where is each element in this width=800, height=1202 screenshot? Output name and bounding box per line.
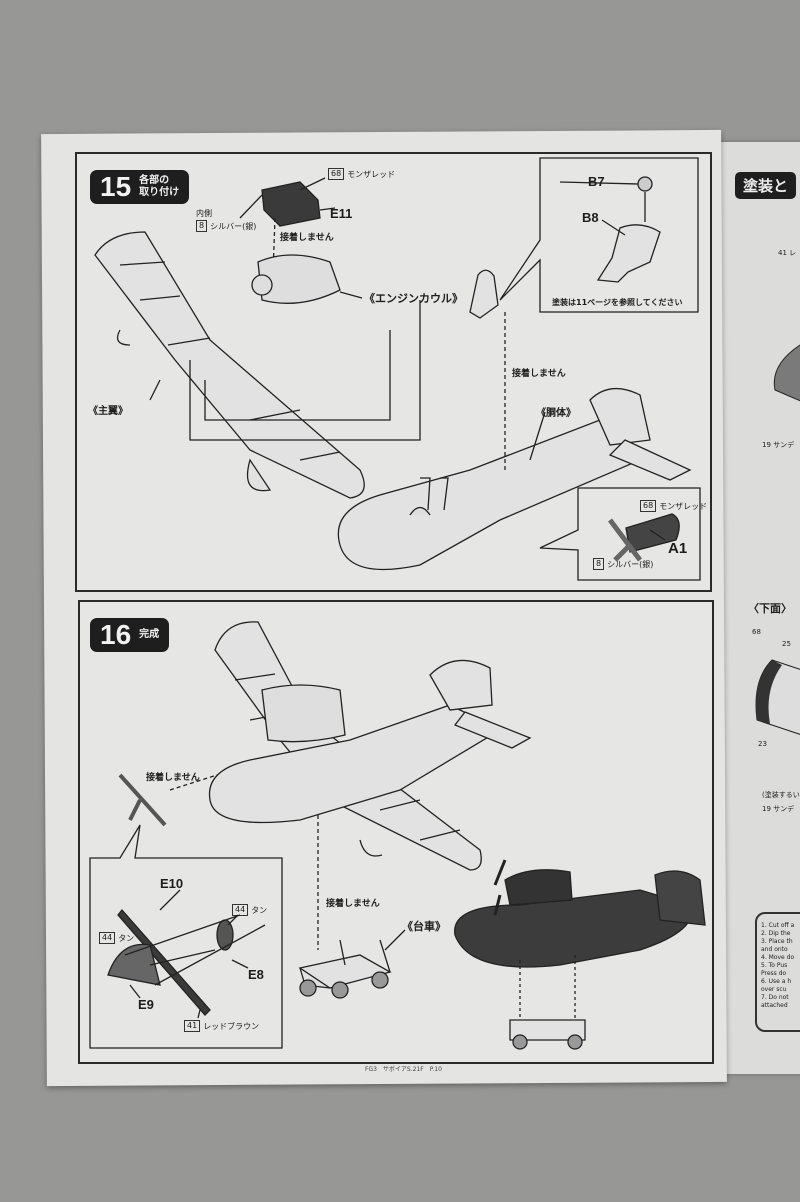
engine-cover-part <box>261 181 321 227</box>
paint-name: レッドブラウン <box>203 1021 260 1031</box>
part-e8: E8 <box>248 967 264 982</box>
note-line: 2. Dip the <box>761 930 791 937</box>
paint-number: 68 <box>640 500 657 512</box>
propeller-callout <box>89 824 283 1049</box>
note-line: 1. Cut off a <box>761 922 795 929</box>
paint-name: シルバー(銀) <box>607 559 654 569</box>
right-page-title: 塗装と <box>735 172 797 199</box>
paint-number: 8 <box>593 558 605 570</box>
paint-number: 44 <box>99 932 116 944</box>
paint-number: 68 <box>328 168 345 180</box>
instructions-notes: 1. Cut off a 2. Dip the 3. Place th and … <box>755 912 800 1032</box>
inner-label: 内側 <box>196 209 212 218</box>
fuselage-label: 《胴体》 <box>536 408 576 419</box>
right-paint-41: 41 レ <box>778 249 797 257</box>
paint-name: モンザレッド <box>347 169 396 179</box>
step-title: 取り付け <box>139 187 180 198</box>
note-line: 3. Place th <box>761 938 793 945</box>
pilot-callout <box>499 157 699 313</box>
step-16-badge: 16 完成 <box>90 618 170 652</box>
note-line: over scu <box>761 986 787 993</box>
propeller-callout <box>539 487 701 581</box>
underside-wing-illustration <box>755 659 800 735</box>
no-glue-note: 接着しません <box>326 899 380 909</box>
step-number: 16 <box>100 619 132 650</box>
note-line: 4. Move do <box>761 954 795 961</box>
no-glue-note: 接着しません <box>280 233 334 243</box>
right-note-paint: (塗装するい <box>762 791 800 799</box>
right-paint-68: 68 <box>752 628 761 636</box>
part-e10: E10 <box>160 876 184 891</box>
step-16-illustration <box>89 621 706 1050</box>
right-paint-25: 25 <box>782 640 791 648</box>
no-glue-note: 接着しません <box>512 369 566 379</box>
paint-name: タン <box>118 933 135 943</box>
paint-name: シルバー(銀) <box>210 221 257 231</box>
part-e9: E9 <box>138 997 154 1012</box>
main-wing-label: 《主翼》 <box>88 406 128 417</box>
underside-heading: 〈下面〉 <box>748 602 792 615</box>
step-number: 15 <box>100 171 132 202</box>
right-wing-illustration <box>773 344 800 402</box>
painting-reference: 塗装は11ページを参照してください <box>552 298 683 307</box>
note-line: 6. Use a h <box>761 978 792 985</box>
right-paint-19b: 19 サンデ <box>762 805 795 813</box>
paint-number: 8 <box>196 220 208 232</box>
note-line: 5. To Pus <box>761 962 788 969</box>
paint-name: タン <box>251 905 268 915</box>
part-e11: E11 <box>330 206 353 221</box>
part-a1: A1 <box>668 540 688 557</box>
step-15-badge: 15 各部の取り付け <box>90 170 190 204</box>
note-line: 7. Do not <box>761 994 789 1001</box>
engine-cowl-label: 《エンジンカウル》 <box>364 292 463 305</box>
note-line: Press do <box>761 970 787 977</box>
note-line: attached <box>761 1002 788 1009</box>
dolly-label: 《台車》 <box>402 920 446 933</box>
page-footer: FG3 サボイアS.21F P.10 <box>365 1066 442 1073</box>
paint-number: 41 <box>184 1020 201 1032</box>
paint-name: モンザレッド <box>659 501 708 511</box>
right-paint-23: 23 <box>758 740 767 748</box>
note-line: and onto <box>761 946 788 953</box>
part-b7: B7 <box>588 174 605 189</box>
part-b8: B8 <box>582 210 599 225</box>
right-paint-19a: 19 サンデ <box>762 441 795 449</box>
step-title: 完成 <box>139 629 160 640</box>
step-15-illustration <box>94 157 701 581</box>
step-title: 各部の <box>139 175 170 186</box>
no-glue-note: 接着しません <box>146 773 200 783</box>
